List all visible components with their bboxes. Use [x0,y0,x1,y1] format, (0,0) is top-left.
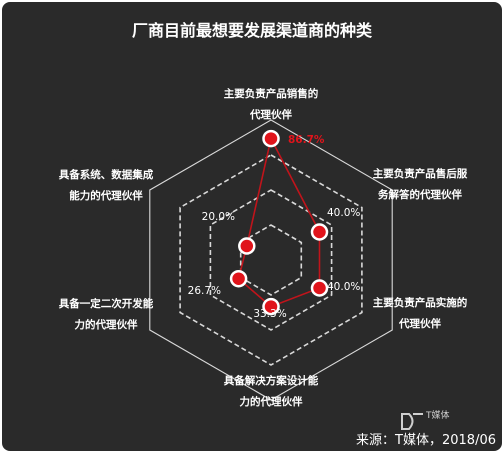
axis-label-4-0: 具备一定二次开发能 [58,297,154,310]
axis-label-3-0: 具备解决方案设计能 [223,374,319,387]
value-label-0: 86.7% [288,134,325,146]
grid-ring-50 [209,189,333,331]
value-label-2: 40.0% [327,281,360,293]
axis-label-2-0: 主要负责产品实施的 [373,296,468,309]
data-point-3 [262,297,280,316]
axis-label-1-0: 主要负责产品售后服 [373,167,468,180]
radar-grid [149,119,393,401]
value-label-1: 40.0% [327,207,360,219]
source-note: 来源：T媒体，2018/06 [356,433,496,448]
axis-label-3-1: 力的代理伙伴 [240,395,303,408]
data-point-2 [310,279,329,297]
data-point-0 [262,129,280,148]
value-label-4: 26.7% [188,285,221,297]
axis-label-5-0: 具备系统、数据集成 [58,168,154,181]
axis-label-5-1: 能力的代理伙伴 [69,189,143,202]
radar-series [229,129,329,316]
axis-label-1-1: 务解答的代理伙伴 [378,188,462,201]
axis-label-4-1: 力的代理伙伴 [75,318,138,331]
data-point-1 [310,223,329,241]
axis-label-0-1: 代理伙伴 [249,108,292,121]
grid-ring-25 [239,224,303,296]
value-label-5: 20.0% [202,211,235,223]
chart-title: 厂商目前最想要发展渠道商的种类 [132,21,373,40]
data-point-4 [229,269,248,288]
axis-label-0-0: 主要负责产品销售的 [224,87,319,100]
logo-text: T媒体 [425,409,450,421]
grid-ring-75 [179,154,363,366]
data-point-5 [238,237,256,255]
series-line [237,136,321,308]
axis-label-2-1: 代理伙伴 [398,317,441,330]
value-label-3: 33.3% [253,308,286,320]
radar-labels: 主要负责产品销售的代理伙伴主要负责产品售后服务解答的代理伙伴主要负责产品实施的代… [58,87,468,408]
logo-mark-icon [401,413,414,430]
grid-ring-100 [149,119,393,401]
source-logo: T媒体 [401,409,450,430]
